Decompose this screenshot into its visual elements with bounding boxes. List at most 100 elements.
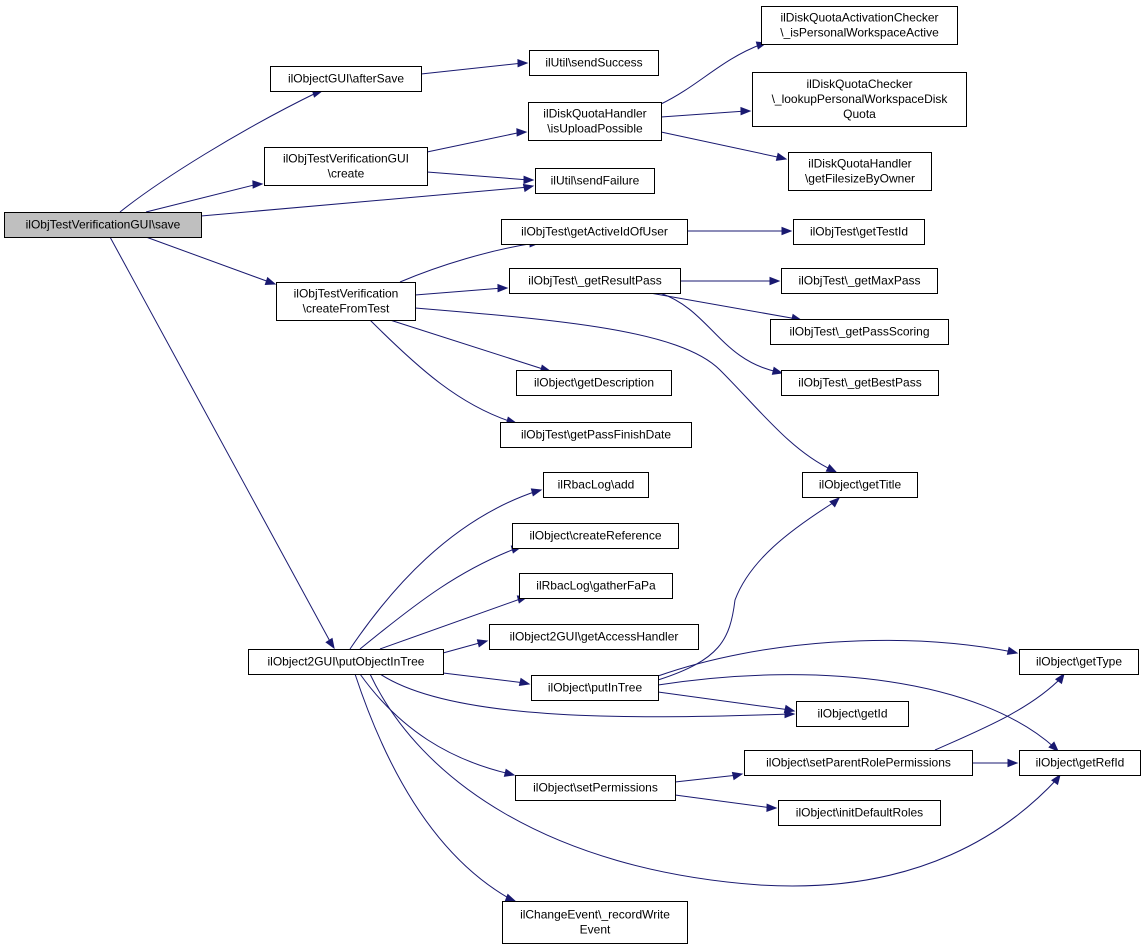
- node-box: [793, 219, 925, 245]
- edge-line: [359, 673, 511, 775]
- edge-line: [426, 171, 530, 181]
- function-node-getTestId[interactable]: ilObjTest\getTestId: [793, 219, 925, 245]
- function-node-rbacAdd[interactable]: ilRbacLog\add: [543, 472, 649, 498]
- function-node-sendSuccess[interactable]: ilUtil\sendSuccess: [529, 50, 659, 76]
- function-node-createRef[interactable]: ilObject\createReference: [512, 523, 679, 549]
- function-node-initRoles[interactable]: ilObject\initDefaultRoles: [778, 800, 941, 826]
- call-edge-createFromTest-getPassFinish: [369, 319, 518, 425]
- call-edge-save-sendFailure: [200, 183, 535, 217]
- call-edge-isUpload-getFilesize: [660, 131, 788, 161]
- node-box: [489, 624, 699, 650]
- node-box: [512, 523, 679, 549]
- call-edges: [109, 41, 1065, 902]
- call-edge-putObjInTree-getRefId: [369, 673, 1061, 887]
- node-label: \_isPersonalWorkspaceActive: [780, 26, 939, 40]
- arrowhead-icon: [781, 226, 793, 236]
- node-box: [543, 472, 649, 498]
- function-node-save[interactable]: ilObjTestVerificationGUI\save: [4, 212, 202, 238]
- call-edge-setPerms-setParentRole: [674, 771, 744, 783]
- node-label: ilDiskQuotaChecker: [806, 77, 912, 91]
- function-node-create[interactable]: ilObjTestVerificationGUI\create: [264, 147, 428, 186]
- function-node-getRefId[interactable]: ilObject\getRefId: [1019, 750, 1141, 776]
- node-label: ilObject\setParentRolePermissions: [766, 756, 951, 770]
- node-label: ilObjTest\getPassFinishDate: [521, 428, 671, 442]
- arrowhead-icon: [530, 488, 543, 497]
- node-label: \isUploadPossible: [547, 122, 643, 136]
- call-edge-isUpload-lookupPWD: [660, 106, 752, 118]
- node-box: [528, 102, 662, 141]
- edge-line: [660, 43, 763, 105]
- function-node-getAccessH[interactable]: ilObject2GUI\getAccessHandler: [489, 624, 699, 650]
- function-node-putObjInTree[interactable]: ilObject2GUI\putObjectInTree: [248, 649, 444, 675]
- function-node-lookupPWD[interactable]: ilDiskQuotaChecker\_lookupPersonalWorksp…: [752, 72, 967, 127]
- function-node-getMaxPass[interactable]: ilObjTest\_getMaxPass: [781, 268, 938, 294]
- edge-line: [369, 319, 513, 423]
- function-node-putInTree[interactable]: ilObject\putInTree: [531, 675, 659, 701]
- function-node-setPerms[interactable]: ilObject\setPermissions: [515, 775, 676, 801]
- node-box: [535, 168, 655, 194]
- node-box: [502, 901, 688, 944]
- function-node-getTitle[interactable]: ilObject\getTitle: [802, 472, 918, 498]
- node-label: ilObjTestVerificationGUI: [283, 152, 409, 166]
- node-box: [4, 212, 202, 238]
- node-box: [1019, 649, 1139, 675]
- node-label: ilObjTest\_getMaxPass: [798, 274, 920, 288]
- call-edge-save-createFromTest: [145, 236, 277, 285]
- node-label: Quota: [843, 107, 876, 121]
- edge-line: [934, 676, 1063, 751]
- call-edge-putInTree-getTitle: [657, 497, 841, 681]
- arrowhead-icon: [1048, 741, 1059, 752]
- edge-line: [414, 287, 504, 296]
- edge-line: [649, 292, 798, 320]
- edge-line: [145, 183, 259, 213]
- edge-line: [145, 236, 273, 284]
- function-node-getDescription[interactable]: ilObject\getDescription: [516, 370, 672, 396]
- call-edge-setPerms-initRoles: [674, 794, 778, 812]
- function-node-getBestPass[interactable]: ilObjTest\_getBestPass: [781, 370, 939, 396]
- function-node-isUpload[interactable]: ilDiskQuotaHandler\isUploadPossible: [528, 102, 662, 141]
- call-edge-createFromTest-getTitle: [414, 307, 838, 473]
- node-box: [796, 701, 909, 727]
- node-label: ilUtil\sendFailure: [551, 174, 640, 188]
- edge-line: [379, 597, 524, 650]
- function-node-getId[interactable]: ilObject\getId: [796, 701, 909, 727]
- arrowhead-icon: [783, 704, 796, 714]
- arrowhead-icon: [497, 283, 509, 293]
- call-edge-putInTree-getRefId: [657, 674, 1059, 752]
- function-node-getPassScoring[interactable]: ilObjTest\_getPassScoring: [770, 319, 949, 345]
- node-label: \_lookupPersonalWorkspaceDisk: [772, 92, 949, 106]
- call-edge-getResultPass-getPassScoring: [649, 292, 803, 322]
- function-node-afterSave[interactable]: ilObjectGUI\afterSave: [270, 66, 422, 92]
- function-node-gatherFaPa[interactable]: ilRbacLog\gatherFaPa: [519, 573, 673, 599]
- node-box: [752, 72, 967, 127]
- function-node-getType[interactable]: ilObject\getType: [1019, 649, 1139, 675]
- function-node-getResultPass[interactable]: ilObjTest\_getResultPass: [509, 268, 681, 294]
- call-edge-isUpload-isPersonal: [660, 41, 768, 105]
- node-label: ilObject\getRefId: [1036, 756, 1125, 770]
- edge-line: [674, 794, 773, 809]
- function-node-getActiveId[interactable]: ilObjTest\getActiveIdOfUser: [501, 219, 688, 245]
- function-node-createFromTest[interactable]: ilObjTestVerification\createFromTest: [276, 282, 416, 321]
- edge-line: [359, 547, 518, 650]
- function-node-isPersonal[interactable]: ilDiskQuotaActivationChecker\_isPersonal…: [761, 6, 958, 45]
- node-box: [788, 152, 932, 191]
- function-node-sendFailure[interactable]: ilUtil\sendFailure: [535, 168, 655, 194]
- node-label: ilObjTestVerification: [294, 287, 399, 301]
- node-label: ilObject\getType: [1036, 655, 1122, 669]
- call-edge-afterSave-sendSuccess: [420, 58, 529, 75]
- arrowhead-icon: [771, 366, 784, 375]
- function-node-setParentRole[interactable]: ilObject\setParentRolePermissions: [744, 750, 973, 776]
- function-node-getFilesize[interactable]: ilDiskQuotaHandler\getFilesizeByOwner: [788, 152, 932, 191]
- edge-line: [349, 490, 538, 650]
- call-edge-getResultPass-getMaxPass: [680, 276, 781, 286]
- edge-line: [414, 307, 833, 471]
- node-box: [516, 370, 672, 396]
- arrowhead-icon: [1051, 773, 1061, 786]
- node-label: \create: [328, 167, 365, 181]
- node-label: ilObjectGUI\afterSave: [288, 72, 404, 86]
- node-box: [264, 147, 428, 186]
- function-node-getPassFinish[interactable]: ilObjTest\getPassFinishDate: [500, 422, 692, 448]
- arrowhead-icon: [518, 677, 531, 687]
